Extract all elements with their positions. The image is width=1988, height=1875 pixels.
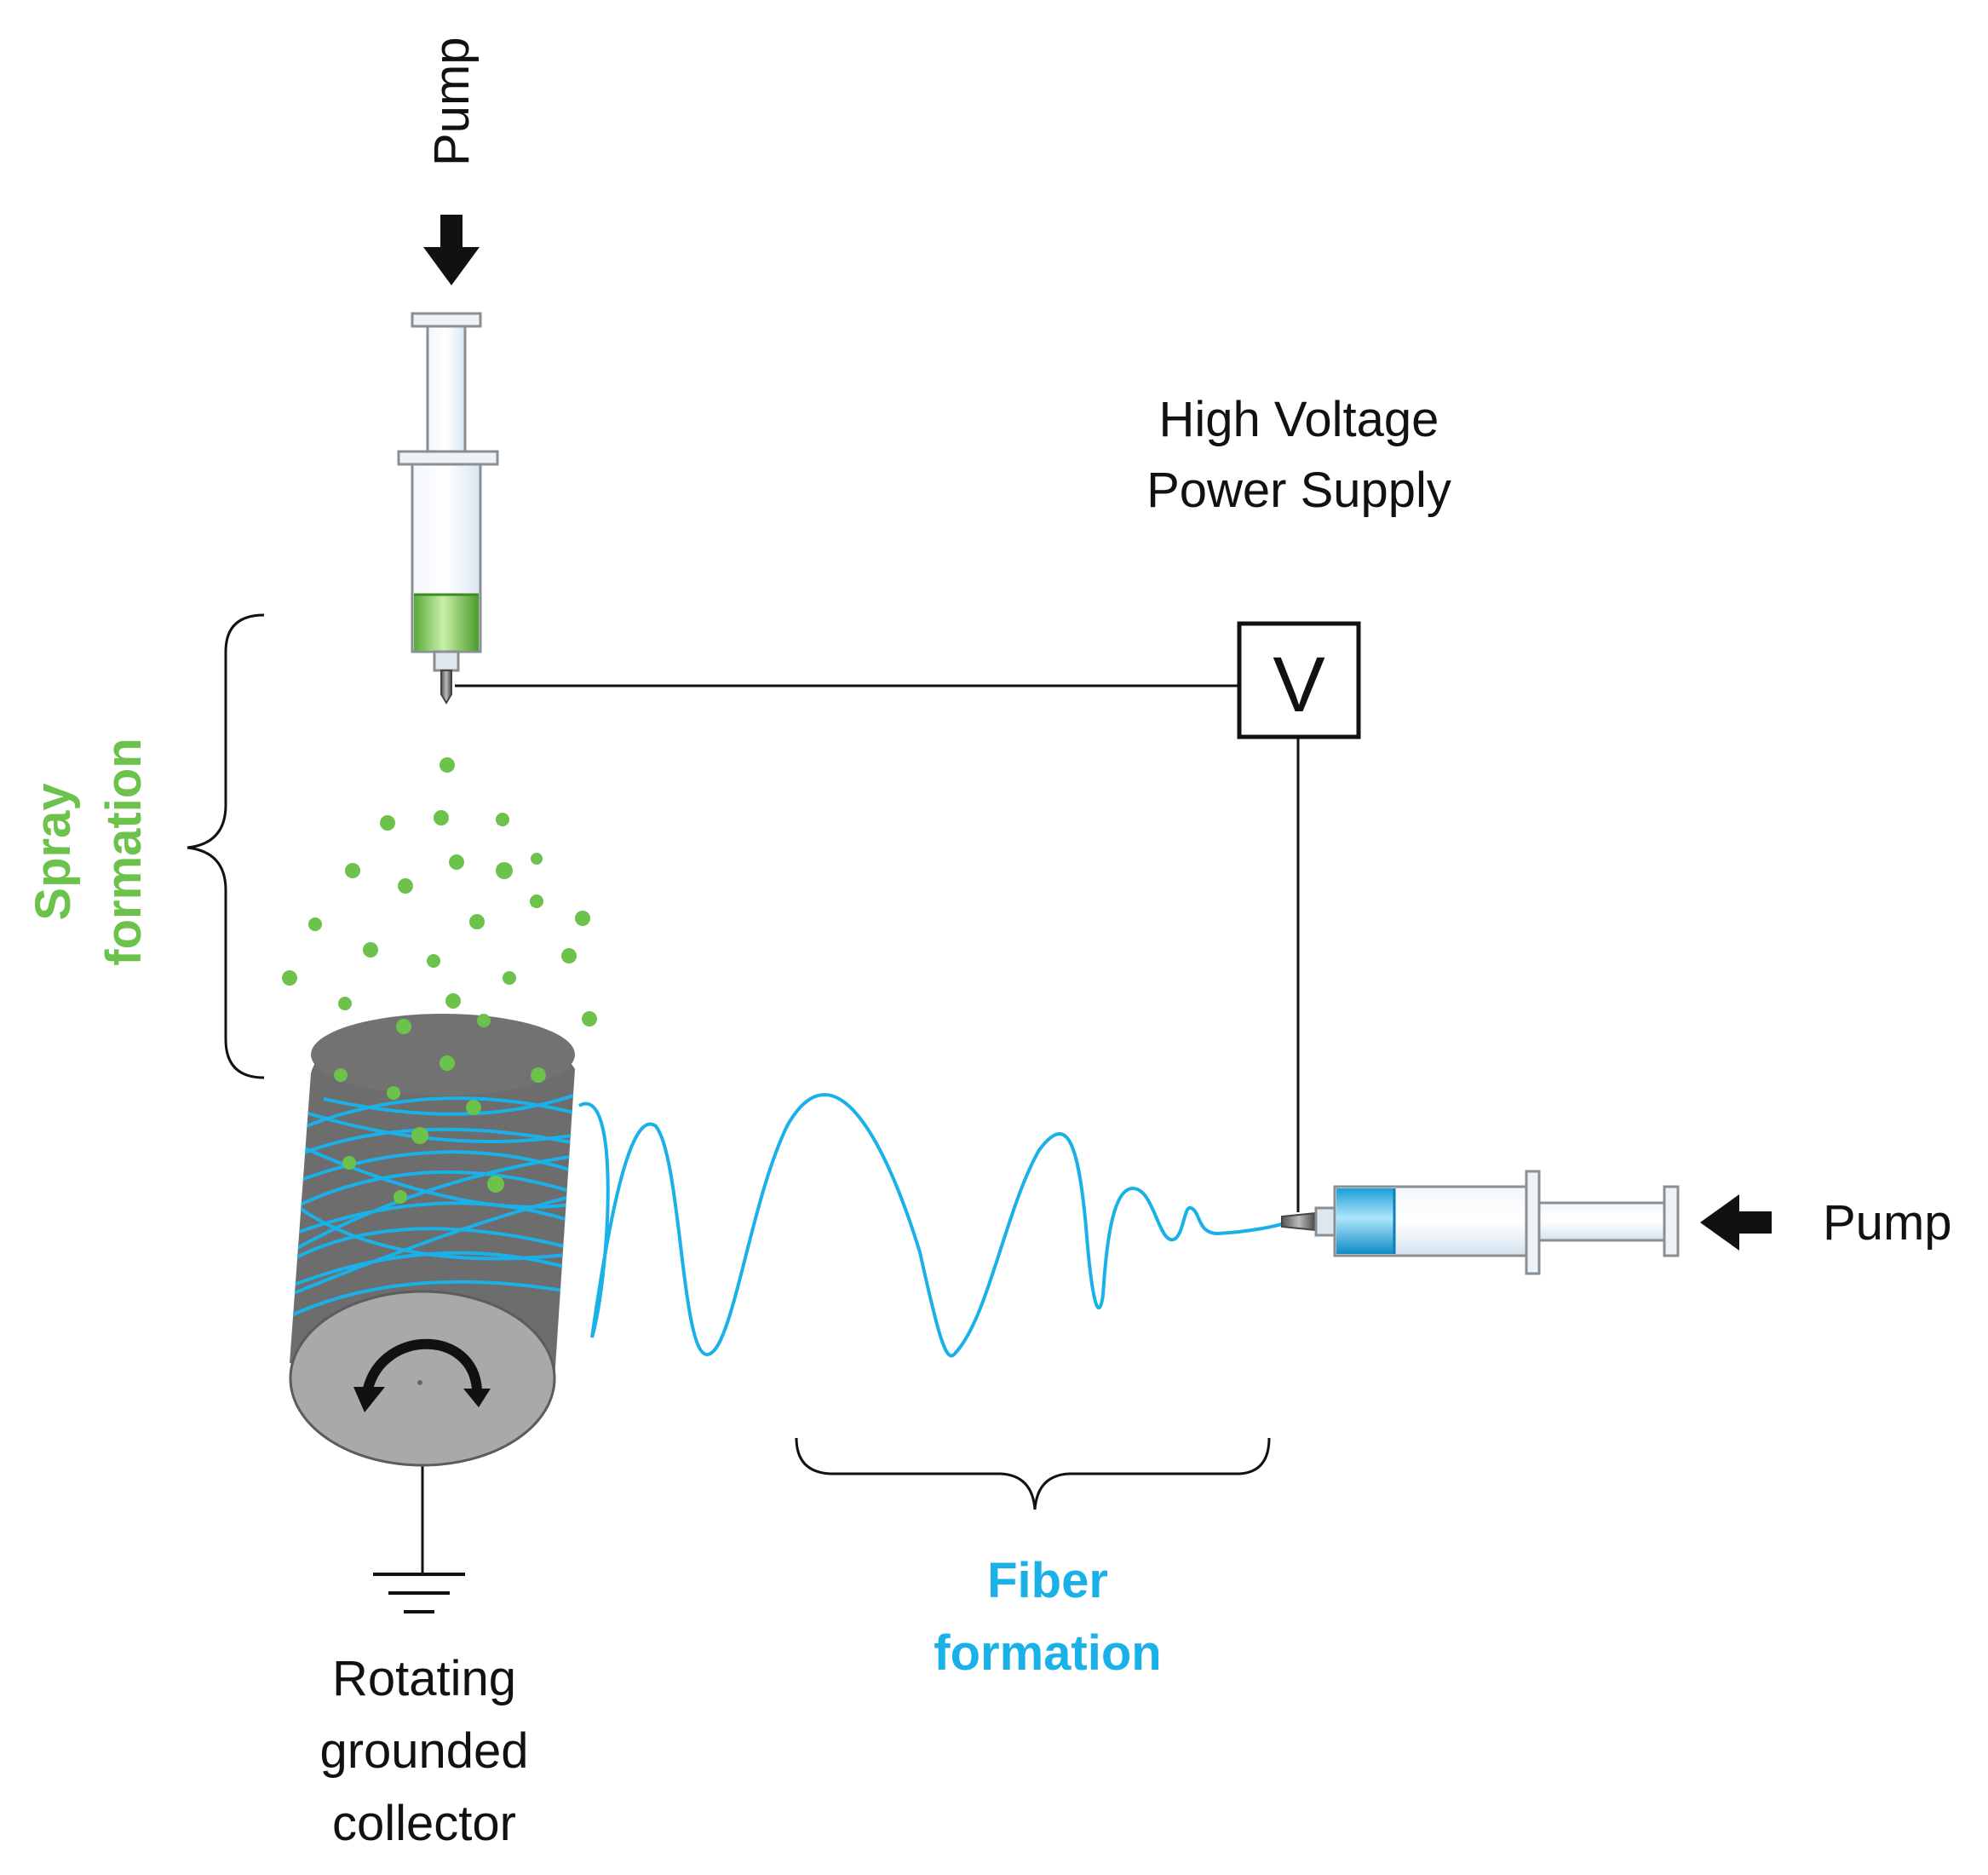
drum-front-face <box>289 1290 556 1467</box>
side-plunger-rod <box>1537 1201 1666 1242</box>
high-voltage-source-box <box>1237 621 1361 739</box>
pump-right-arrow-icon <box>1700 1194 1772 1251</box>
collector-label-line1: Rotating <box>332 1651 516 1706</box>
rotating-drum-collector <box>289 1014 575 1467</box>
power-supply-label-line1: High Voltage <box>1159 392 1439 447</box>
voltage-symbol: V <box>1273 641 1324 728</box>
spray-label-line2: formation <box>96 738 152 965</box>
pump-right-label: Pump <box>1823 1195 1952 1251</box>
spray-droplets <box>282 757 597 1027</box>
spray-label-line1: Spray <box>26 783 81 920</box>
fiber-label-line1: Fiber <box>987 1553 1108 1608</box>
top-syringe <box>397 312 499 705</box>
drum-body <box>290 1019 575 1393</box>
side-needle <box>1281 1211 1317 1232</box>
power-supply-label-line2: Power Supply <box>1146 463 1451 518</box>
ground-icon <box>373 1573 465 1613</box>
pump-top-label: Pump <box>424 37 480 166</box>
spray-brace <box>187 613 265 1079</box>
top-plunger-rod <box>426 325 467 453</box>
rotation-arrow-icon <box>363 1338 482 1391</box>
collector-label-line3: collector <box>332 1796 516 1851</box>
fiber-label-line2: formation <box>934 1625 1161 1681</box>
collector-label-line2: grounded <box>319 1723 528 1779</box>
top-needle <box>440 670 452 705</box>
pump-top-arrow-icon <box>423 215 480 285</box>
side-plunger-cap <box>1663 1185 1680 1257</box>
side-barrel-blue-solution <box>1336 1188 1394 1254</box>
top-nozzle <box>433 650 460 672</box>
circuit-wires <box>421 684 1300 1573</box>
top-barrel-green-solution <box>414 595 479 651</box>
fiber-brace <box>795 1437 1271 1510</box>
side-nozzle <box>1314 1206 1336 1237</box>
side-barrel-flange <box>1525 1170 1541 1275</box>
top-barrel-flange <box>397 450 499 466</box>
top-plunger-cap <box>411 312 482 328</box>
fiber-jet <box>578 1093 1296 1358</box>
side-syringe <box>1281 1170 1680 1275</box>
